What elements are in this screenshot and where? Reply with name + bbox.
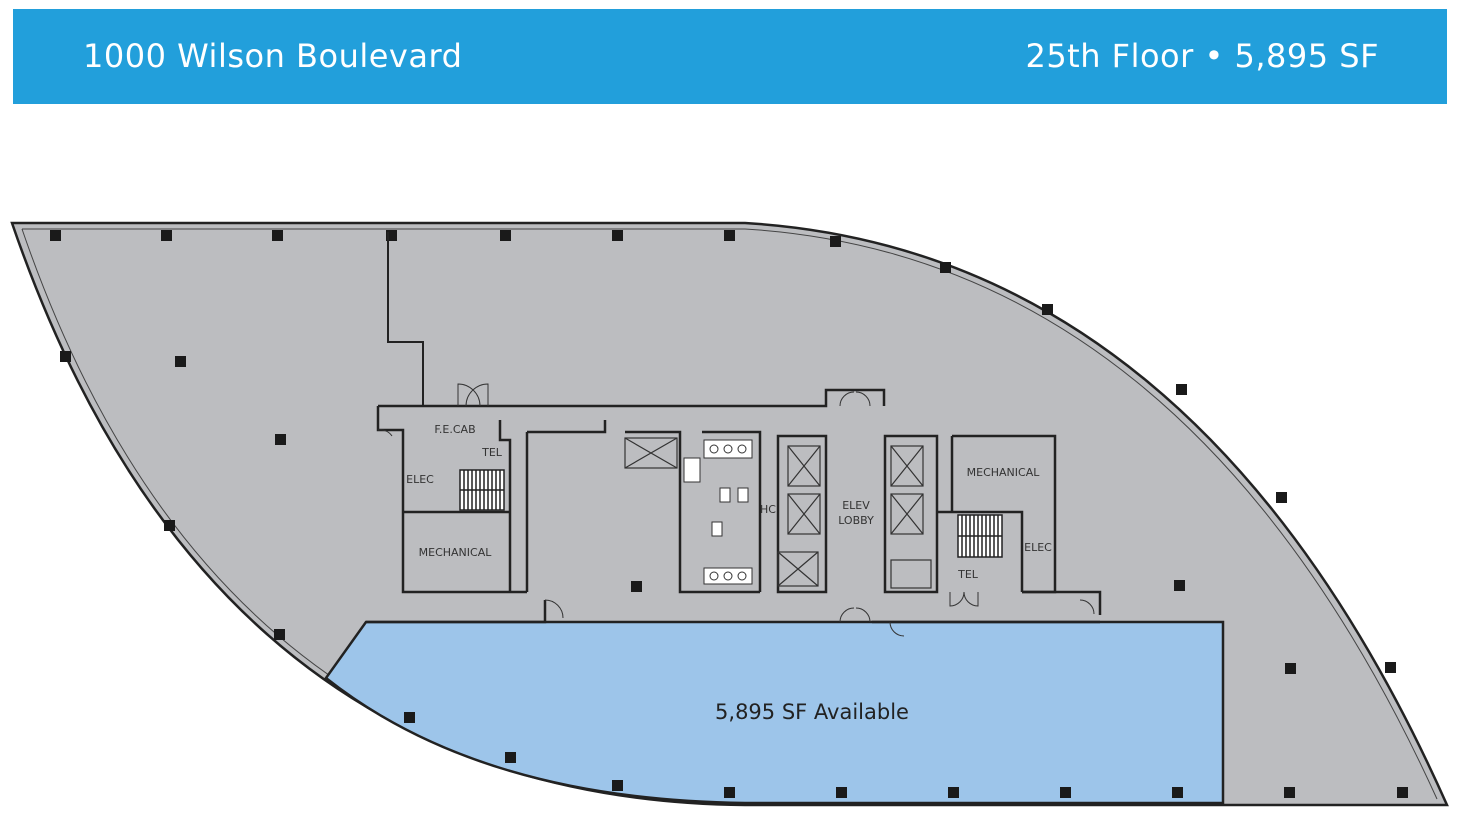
room-tel-right: TEL bbox=[957, 568, 979, 581]
partition-wall bbox=[387, 232, 424, 406]
floor-info: 25th Floor • 5,895 SF bbox=[1025, 37, 1379, 75]
stairs-right bbox=[957, 514, 1003, 558]
elevators bbox=[624, 437, 932, 589]
available-suite bbox=[324, 620, 1225, 805]
doors bbox=[377, 383, 1095, 637]
room-elec-right: ELEC bbox=[1024, 541, 1052, 554]
building-address: 1000 Wilson Boulevard bbox=[83, 37, 463, 75]
columns bbox=[50, 230, 1408, 798]
stairs-left bbox=[459, 469, 505, 511]
room-mechanical-left: MECHANICAL bbox=[419, 546, 493, 559]
restroom-fixtures bbox=[683, 439, 753, 585]
header-banner: 1000 Wilson Boulevard 25th Floor • 5,895… bbox=[13, 9, 1447, 104]
room-lobby: LOBBY bbox=[838, 514, 874, 527]
curtain-wall-inner bbox=[22, 228, 1438, 800]
room-elev: ELEV bbox=[842, 499, 870, 512]
building-core bbox=[366, 388, 1102, 624]
room-fe-cab: F.E.CAB bbox=[434, 423, 475, 436]
room-elec-left: ELEC bbox=[406, 473, 434, 486]
room-mechanical-right: MECHANICAL bbox=[967, 466, 1041, 479]
available-label: 5,895 SF Available bbox=[715, 700, 909, 724]
room-hc: HC bbox=[760, 503, 776, 516]
room-tel-left: TEL bbox=[481, 446, 503, 459]
